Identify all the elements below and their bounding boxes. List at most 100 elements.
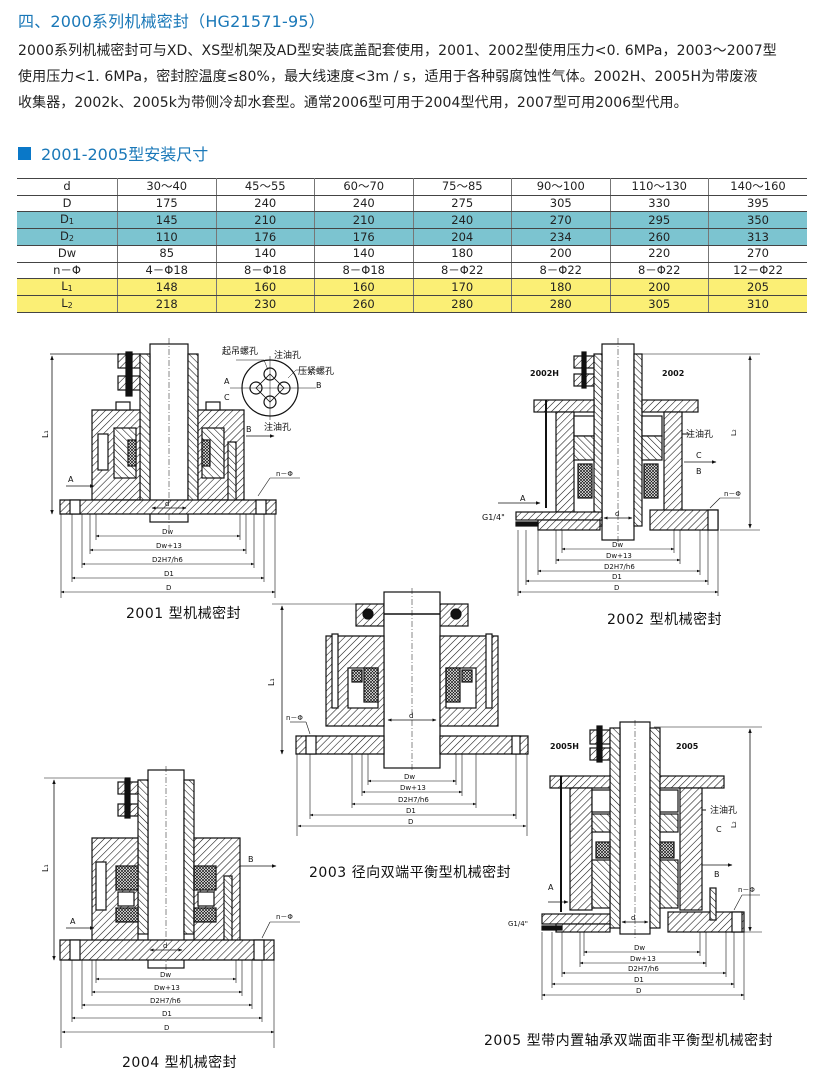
label-D2: D2H7/h6 bbox=[628, 965, 659, 973]
label-D1: D1 bbox=[634, 976, 644, 984]
table-cell: 176 bbox=[314, 228, 414, 247]
label-oil-hole: 注油孔 bbox=[710, 804, 737, 816]
table-cell: 205 bbox=[708, 278, 807, 297]
table-cell: 295 bbox=[610, 211, 709, 230]
label-Dw13: Dw+13 bbox=[400, 784, 426, 792]
table-cell: 110 bbox=[117, 228, 217, 247]
table-cell: 175 bbox=[117, 195, 217, 213]
label-d: d bbox=[165, 500, 169, 508]
label-oil-hole-top: 注油孔 bbox=[274, 349, 301, 361]
table-cell: 275 bbox=[413, 195, 512, 213]
row-label: d bbox=[17, 178, 118, 196]
label-oil-hole: 注油孔 bbox=[686, 428, 713, 440]
table-cell: 148 bbox=[117, 278, 217, 297]
label-B: B bbox=[248, 855, 254, 864]
intro-paragraph: 2000系列机械密封可与XD、XS型机架及AD型安装底盖配套使用，2001、20… bbox=[18, 38, 824, 116]
row-label: D1 bbox=[17, 211, 118, 230]
label-lift-hole: 起吊螺孔 bbox=[222, 346, 258, 357]
label-L: L₁ bbox=[267, 678, 276, 686]
table-cell: 176 bbox=[216, 228, 315, 247]
row-label-subscript: 2 bbox=[68, 234, 74, 244]
label-D2: D2H7/h6 bbox=[604, 563, 635, 571]
label-variant-2005H: 2005H bbox=[550, 742, 579, 751]
section-subheading: 2001-2005型安装尺寸 bbox=[18, 141, 208, 165]
table-cell: 330 bbox=[610, 195, 709, 213]
table-cell: 85 bbox=[117, 245, 217, 263]
table-cell: 12－Φ22 bbox=[708, 262, 807, 280]
table-cell: 395 bbox=[708, 195, 807, 213]
table-cell: 240 bbox=[413, 211, 512, 230]
table-cell: 160 bbox=[314, 278, 414, 297]
table-cell: 60～70 bbox=[314, 178, 414, 196]
label-oil-hole-bottom: 注油孔 bbox=[264, 421, 291, 433]
label-C: C bbox=[696, 451, 702, 460]
caption-2002: 2002 型机械密封 bbox=[607, 612, 723, 628]
row-label-text: L bbox=[61, 279, 68, 294]
row-label: L1 bbox=[17, 278, 118, 297]
label-Dw: Dw bbox=[404, 773, 415, 781]
label-D2: D2H7/h6 bbox=[398, 796, 429, 804]
table-cell: 180 bbox=[511, 278, 611, 297]
label-D1: D1 bbox=[162, 1010, 172, 1018]
table-cell: 310 bbox=[708, 295, 807, 314]
label-Dw: Dw bbox=[160, 971, 171, 979]
row-label-text: D bbox=[62, 195, 72, 210]
label-B-press: B bbox=[316, 381, 322, 390]
drawing-2004: L₁ A B n－Φ d Dw Dw+13 D2H7/h6 D1 D bbox=[41, 766, 300, 1048]
label-B: B bbox=[246, 425, 252, 434]
row-label-subscript: 1 bbox=[68, 217, 74, 227]
table-cell: 140～160 bbox=[708, 178, 807, 196]
label-press-hole: 压紧螺孔 bbox=[298, 366, 334, 377]
table-cell: 180 bbox=[413, 245, 512, 263]
label-Dw13: Dw+13 bbox=[156, 542, 182, 550]
label-D: D bbox=[408, 818, 413, 826]
label-G: G1/4" bbox=[482, 513, 505, 522]
label-D: D bbox=[614, 584, 619, 592]
table-cell: 305 bbox=[511, 195, 611, 213]
table-cell: 30～40 bbox=[117, 178, 217, 196]
label-variant-2005: 2005 bbox=[676, 742, 699, 751]
drawing-2003: L₁ n－Φ d Dw Dw+13 D2H7/h6 D1 D bbox=[267, 588, 529, 836]
table-cell: 218 bbox=[117, 295, 217, 314]
drawing-2005: 2005H 2005 注油孔 C B A G1/4" n－Φ L₂ d Dw D… bbox=[508, 720, 762, 1000]
label-L: L₁ bbox=[41, 864, 50, 872]
intro-line: 使用压力<1. 6MPa，密封腔温度≤80%，最大线速度<3m / s，适用于各… bbox=[18, 69, 758, 85]
intro-line: 2000系列机械密封可与XD、XS型机架及AD型安装底盖配套使用，2001、20… bbox=[18, 43, 777, 59]
table-cell: 240 bbox=[216, 195, 315, 213]
label-D1: D1 bbox=[164, 570, 174, 578]
label-n-phi: n－Φ bbox=[724, 490, 741, 498]
table-cell: 350 bbox=[708, 211, 807, 230]
drawing-2002: 2002H 2002 注油孔 C B A G1/4" n－Φ L₂ d Dw D… bbox=[482, 338, 760, 596]
table-cell: 140 bbox=[314, 245, 414, 263]
label-n-phi: n－Φ bbox=[276, 913, 293, 921]
row-label-text: D bbox=[60, 229, 69, 244]
label-B: B bbox=[696, 467, 702, 476]
table-cell: 145 bbox=[117, 211, 217, 230]
table-cell: 140 bbox=[216, 245, 315, 263]
label-G: G1/4" bbox=[508, 920, 528, 928]
label-A: A bbox=[520, 494, 526, 503]
table-cell: 110～130 bbox=[610, 178, 709, 196]
table-cell: 280 bbox=[413, 295, 512, 314]
label-C: C bbox=[224, 393, 230, 402]
label-d: d bbox=[631, 914, 635, 922]
label-D2: D2H7/h6 bbox=[150, 997, 181, 1005]
table-cell: 280 bbox=[511, 295, 611, 314]
label-A: A bbox=[68, 475, 74, 484]
label-L: L₂ bbox=[730, 821, 738, 828]
table-cell: 270 bbox=[511, 211, 611, 230]
label-L: L₁ bbox=[41, 430, 50, 438]
intro-line: 收集器，2002k、2005k为带侧冷却水套型。通常2006型可用于2004型代… bbox=[18, 95, 688, 111]
label-d: d bbox=[615, 510, 619, 518]
row-label-text: L bbox=[61, 296, 68, 311]
row-label-text: n－Φ bbox=[53, 263, 81, 278]
table-cell: 230 bbox=[216, 295, 315, 314]
table-cell: 8－Φ22 bbox=[511, 262, 611, 280]
table-cell: 8－Φ22 bbox=[413, 262, 512, 280]
label-n-phi: n－Φ bbox=[286, 714, 303, 722]
table-cell: 220 bbox=[610, 245, 709, 263]
table-cell: 45～55 bbox=[216, 178, 315, 196]
